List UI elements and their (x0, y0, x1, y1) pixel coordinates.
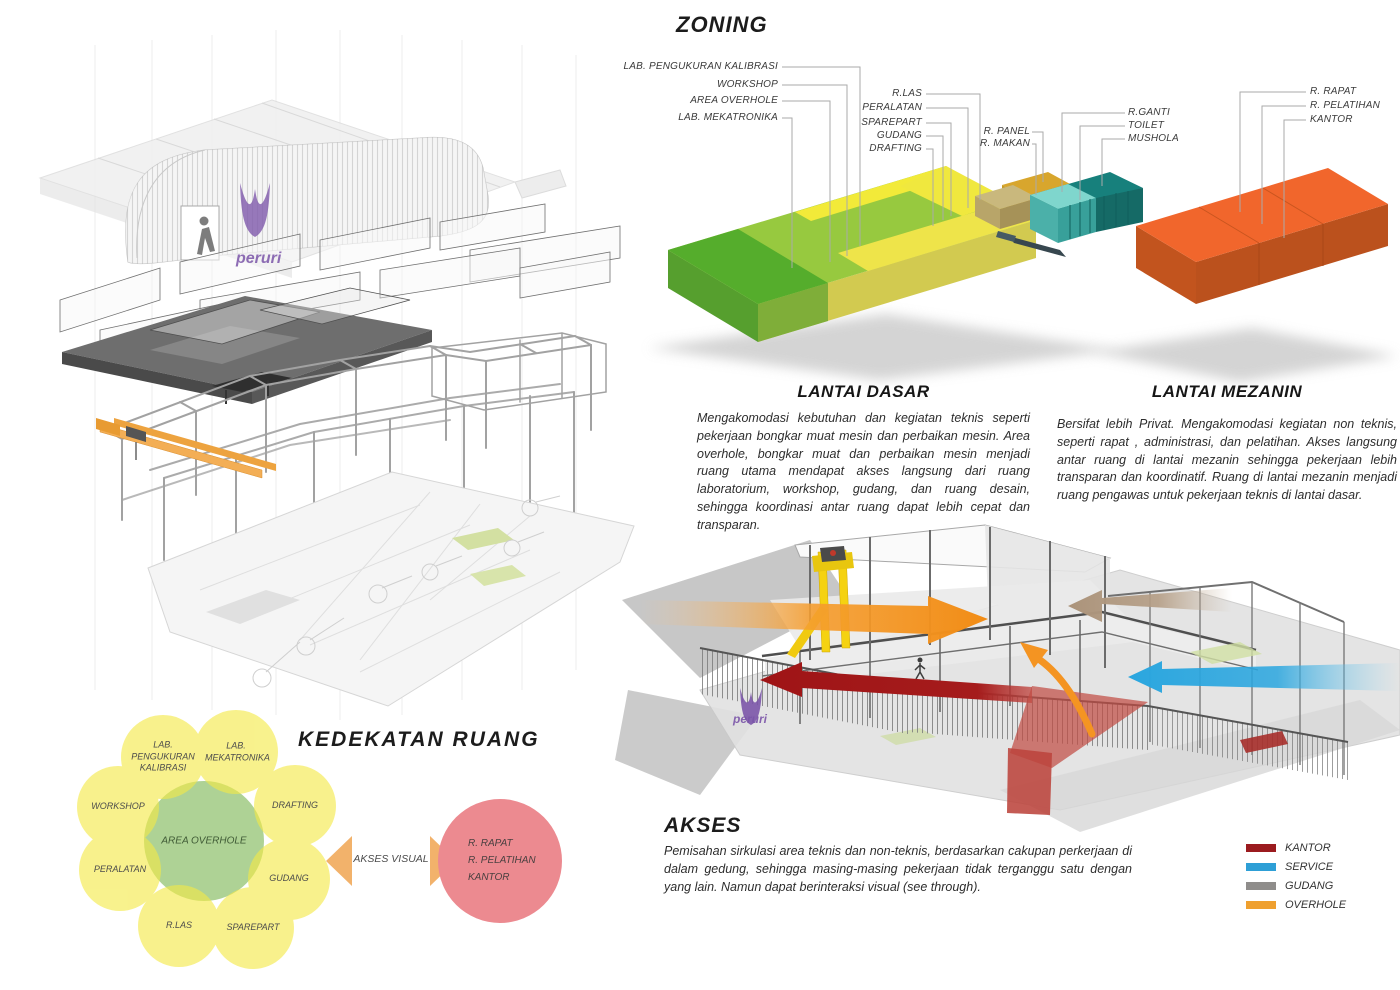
person-silhouette (197, 216, 215, 255)
label-rlas: R.LAS (892, 88, 922, 99)
ground-floor-plan (147, 471, 635, 707)
overhole-arrow (640, 596, 988, 644)
peruri-logo-text-axon: peruri (236, 250, 282, 267)
kantor-path-far (1240, 731, 1288, 753)
overhole-bent-arrowhead (1020, 642, 1048, 668)
akses-visual-label: AKSES VISUAL (353, 853, 429, 866)
overhole-swatch (1246, 900, 1276, 909)
lantai-mezanin-title: LANTAI MEZANIN (1151, 382, 1303, 401)
bubble-rlas (138, 885, 220, 967)
zoning-diagram (648, 66, 1398, 382)
label-toilet: TOILET (1128, 120, 1165, 131)
bubble-label-gudang: GUDANG (269, 873, 309, 884)
bubble-label-drafting: DRAFTING (272, 800, 318, 811)
mezzanine-block-shadow (1092, 328, 1398, 382)
legend-label-kantor: KANTOR (1285, 841, 1331, 854)
gudang-arrow (1068, 588, 1232, 622)
bubble-label-peralatan: PERALATAN (93, 864, 147, 875)
label-lab-mekatronika: LAB. MEKATRONIKA (678, 112, 778, 123)
legend-row-overhole: OVERHOLE (1246, 895, 1346, 914)
legend-label-service: SERVICE (1285, 860, 1334, 873)
callout-markers (252, 495, 561, 688)
bubble-workshop (77, 766, 159, 848)
label-r-makan: R. MAKAN (980, 138, 1030, 149)
kantor-arrow (760, 662, 1032, 703)
gudang-swatch (1246, 881, 1276, 890)
akses-legend: KANTOR SERVICE GUDANG OVERHOLE (1246, 838, 1346, 914)
akses-diagram (615, 524, 1400, 832)
bubble-label-sparepart: SPAREPART (226, 922, 280, 933)
private-label-rapat: R. RAPAT (468, 838, 513, 849)
akses-body: Pemisahan sirkulasi area teknis dan non-… (664, 844, 1132, 894)
mezzanine-slab (62, 287, 432, 404)
bubble-label-rlas: R.LAS (165, 920, 192, 931)
bubble-drafting (254, 765, 336, 847)
bubble-label-lab-mekatronika: LAB. MEKATRONIKA (205, 740, 270, 762)
service-swatch (1246, 862, 1276, 871)
label-drafting: DRAFTING (869, 143, 922, 154)
private-label-kantor: KANTOR (468, 872, 510, 883)
legend-row-gudang: GUDANG (1246, 876, 1346, 895)
label-peralatan: PERALATAN (862, 102, 922, 113)
bubble-peralatan (79, 829, 161, 911)
zone-ramp (996, 231, 1066, 257)
overhole-bent-arrow (1036, 656, 1096, 738)
bubble-private (438, 799, 562, 923)
private-label-pelatihan: R. PELATIHAN (468, 855, 536, 866)
label-r-rapat: R. RAPAT (1310, 86, 1357, 97)
bubble-label-area-overhole: AREA OVERHOLE (161, 835, 247, 847)
legend-label-gudang: GUDANG (1285, 879, 1334, 892)
circulation-arrows (640, 588, 1400, 815)
kedekatan-bubbles (77, 710, 562, 969)
legend-label-overhole: OVERHOLE (1285, 898, 1347, 911)
akses-title: AKSES (664, 814, 742, 837)
lantai-dasar-title: LANTAI DASAR (797, 382, 930, 401)
crane-beams (96, 418, 276, 479)
legend-row-kantor: KANTOR (1246, 838, 1346, 857)
label-workshop: WORKSHOP (716, 79, 778, 90)
zoning-leader-lines (782, 66, 1306, 268)
service-arrow (1128, 661, 1400, 693)
label-lab-pengukuran-kalibrasi: LAB. PENGUKURAN KALIBRASI (623, 61, 778, 72)
peruri-logo-axon (240, 183, 270, 237)
label-mushola: MUSHOLA (1128, 133, 1179, 144)
bubble-label-lab-pengukuran: LAB. PENGUKURAN KALIBRASI (131, 739, 195, 773)
label-area-overhole: AREA OVERHOLE (690, 95, 778, 106)
label-gudang: GUDANG (876, 130, 922, 141)
label-r-pelatihan: R. PELATIHAN (1310, 100, 1381, 111)
zoning-title: ZONING (676, 12, 768, 37)
exploded-axonometric (38, 30, 635, 720)
kantor-path-bend (1010, 686, 1148, 768)
ground-block-shadow (648, 314, 1118, 380)
zone-block-ground (668, 166, 1036, 342)
lantai-mezanin-body: Bersifat lebih Privat. Mengakomodasi keg… (1057, 417, 1397, 502)
person-figure (914, 657, 926, 680)
peruri-logo-access (740, 688, 762, 725)
kantor-swatch (1246, 843, 1276, 852)
label-kantor: KANTOR (1310, 114, 1353, 125)
akses-visual-arrow-left (326, 836, 352, 886)
label-rganti: R.GANTI (1128, 107, 1170, 118)
vault-shell (125, 136, 489, 265)
bubble-label-workshop: WORKSHOP (91, 801, 145, 812)
bubble-area-overhole (144, 781, 264, 901)
kantor-path-band (1007, 748, 1052, 815)
label-sparepart: SPAREPART (861, 117, 922, 128)
label-r-panel: R. PANEL (983, 126, 1030, 137)
legend-row-service: SERVICE (1246, 857, 1346, 876)
bubble-lab-mekatronika (194, 710, 278, 794)
peruri-logo-text-access: peruri (733, 712, 768, 726)
lantai-dasar-body: Mengakomodasi kebutuhan dan kegiatan tek… (697, 411, 1030, 532)
kedekatan-title: KEDEKATAN RUANG (298, 728, 540, 751)
bubble-sparepart (212, 887, 294, 969)
